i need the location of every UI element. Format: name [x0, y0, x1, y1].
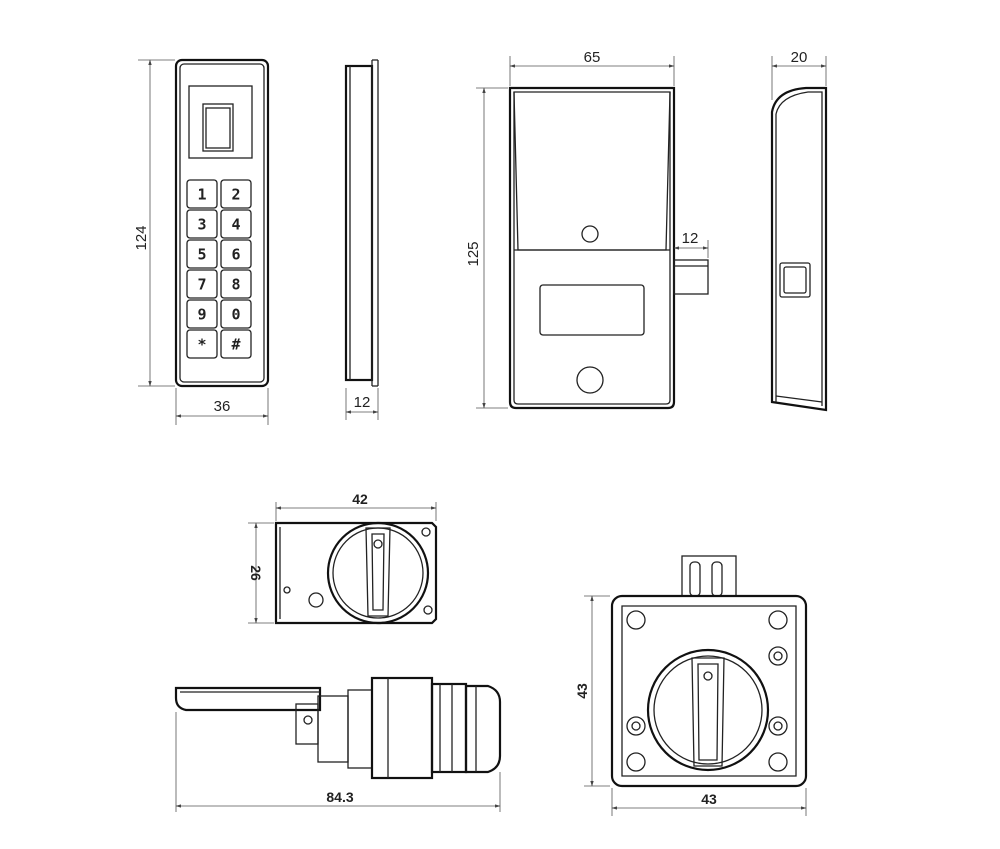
keypad-key-label: 0: [231, 306, 240, 324]
keypad-keys: 1 2 3 4 5 6 7 8 9 0 * #: [186, 179, 252, 359]
keypad-width-dimension: 36: [175, 388, 269, 425]
cam-plate-width-dimension: 42: [275, 491, 437, 521]
keypad-key-label: 8: [231, 276, 240, 294]
keypad-depth-dimension: 12: [345, 388, 379, 420]
cam-plate-view: [274, 521, 438, 625]
cam-plate-height-dimension: 26: [248, 522, 274, 624]
keypad-key-label: 4: [231, 216, 240, 234]
keypad-key: [220, 239, 252, 269]
keypad-front-view: 1 2 3 4 5 6 7 8 9 0 * #: [174, 58, 270, 388]
keypad-key: [186, 329, 218, 359]
upper-screw-hole: [581, 225, 599, 243]
square-plate-view: [610, 555, 808, 788]
keypad-width-label: 36: [214, 398, 231, 415]
keypad-height-label: 124: [133, 225, 150, 250]
keypad-key-label: 7: [197, 276, 206, 294]
cam-plate-width-label: 42: [352, 491, 368, 507]
keypad-side-view: [344, 59, 379, 387]
side-button: [779, 262, 811, 298]
lock-depth-label: 20: [791, 49, 808, 66]
keypad-key-label: #: [231, 336, 240, 354]
plate-screw-hole: [308, 592, 324, 608]
keypad-key: [220, 299, 252, 329]
fingerprint-window: [188, 85, 253, 159]
cylinder-side-view: [174, 676, 502, 780]
square-plate-width-label: 43: [701, 791, 717, 807]
keypad-key: [186, 299, 218, 329]
bolt-length-dimension: 12: [673, 230, 709, 258]
keypad-key: [220, 269, 252, 299]
keypad-height-dimension: 124: [133, 59, 175, 387]
lower-screw-hole: [576, 366, 604, 394]
square-plate-width-dimension: 43: [611, 788, 807, 816]
square-plate-height-dimension: 43: [574, 595, 610, 787]
lock-body-side-view: [770, 86, 828, 412]
keypad-key: [186, 239, 218, 269]
cam-knob: [326, 521, 430, 625]
latch-bolt: [673, 259, 709, 295]
cylinder-length-label: 84.3: [326, 789, 353, 805]
keypad-key-label: 2: [231, 186, 240, 204]
keypad-key: [186, 209, 218, 239]
cam-plate-height-label: 26: [248, 565, 264, 581]
lock-height-label: 125: [465, 241, 482, 266]
keypad-key-label: 3: [197, 216, 206, 234]
lock-depth-dimension: 20: [771, 49, 827, 100]
square-plate-height-label: 43: [574, 683, 590, 699]
display-window: [539, 284, 645, 336]
lock-width-label: 65: [584, 49, 601, 66]
lock-width-dimension: 65: [509, 49, 675, 86]
plate-screw-holes: [626, 610, 788, 772]
keypad-key-label: *: [197, 336, 206, 354]
keypad-key-label: 1: [197, 186, 206, 204]
keypad-depth-label: 12: [354, 394, 371, 411]
keypad-key: [220, 179, 252, 209]
keypad-key-label: 5: [197, 246, 206, 264]
bolt-length-label: 12: [682, 230, 699, 247]
lock-body-front-view: [508, 86, 709, 410]
keypad-key: [220, 209, 252, 239]
cylinder-length-dimension: 84.3: [175, 712, 501, 812]
keypad-key: [186, 179, 218, 209]
keypad-key: [220, 329, 252, 359]
keypad-key: [186, 269, 218, 299]
keypad-key-label: 6: [231, 246, 240, 264]
square-plate-knob: [646, 648, 770, 772]
lock-height-dimension: 125: [465, 87, 508, 409]
keypad-key-label: 9: [197, 306, 206, 324]
